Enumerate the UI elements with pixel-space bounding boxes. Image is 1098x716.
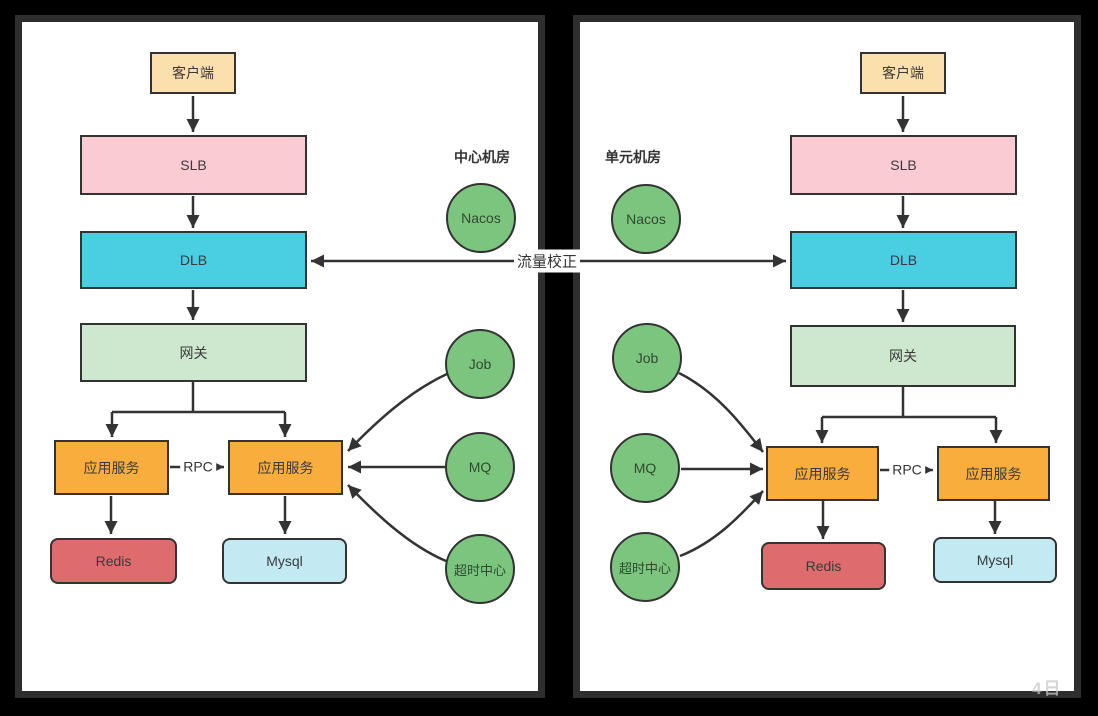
node-client-unit: 客户端 [860, 52, 946, 94]
circle-job-unit: Job [612, 323, 682, 393]
node-app-service-right-unit: 应用服务 [937, 446, 1050, 501]
node-slb: SLB [80, 135, 307, 195]
node-app-service-right: 应用服务 [228, 440, 343, 495]
watermark: 4日 [1032, 679, 1063, 698]
node-mysql-unit: Mysql [933, 537, 1057, 583]
node-mysql: Mysql [222, 538, 347, 584]
circle-mq-unit: MQ [610, 433, 680, 503]
node-slb-unit: SLB [790, 135, 1017, 195]
edge-label-rpc-left: RPC [180, 458, 216, 476]
node-redis-unit: Redis [761, 542, 886, 590]
cross-link-label-traffic-correction: 流量校正 [513, 249, 581, 273]
node-redis: Redis [50, 538, 177, 584]
node-dlb: DLB [80, 231, 307, 289]
circle-nacos-unit: Nacos [611, 184, 681, 254]
circle-job: Job [445, 329, 515, 399]
edge-label-rpc-right: RPC [889, 461, 925, 479]
node-dlb-unit: DLB [790, 231, 1017, 289]
panel-title-unit: 单元机房 [605, 149, 661, 165]
panel-title-center: 中心机房 [454, 149, 510, 165]
circle-timeout-center: 超时中心 [445, 534, 515, 604]
node-app-service-left-unit: 应用服务 [766, 446, 879, 501]
circle-nacos: Nacos [446, 183, 516, 253]
node-app-service-left: 应用服务 [54, 440, 169, 495]
node-gateway-unit: 网关 [790, 325, 1016, 387]
node-client: 客户端 [150, 52, 236, 94]
node-gateway: 网关 [80, 323, 307, 382]
circle-mq: MQ [445, 432, 515, 502]
circle-timeout-center-unit: 超时中心 [610, 532, 680, 602]
